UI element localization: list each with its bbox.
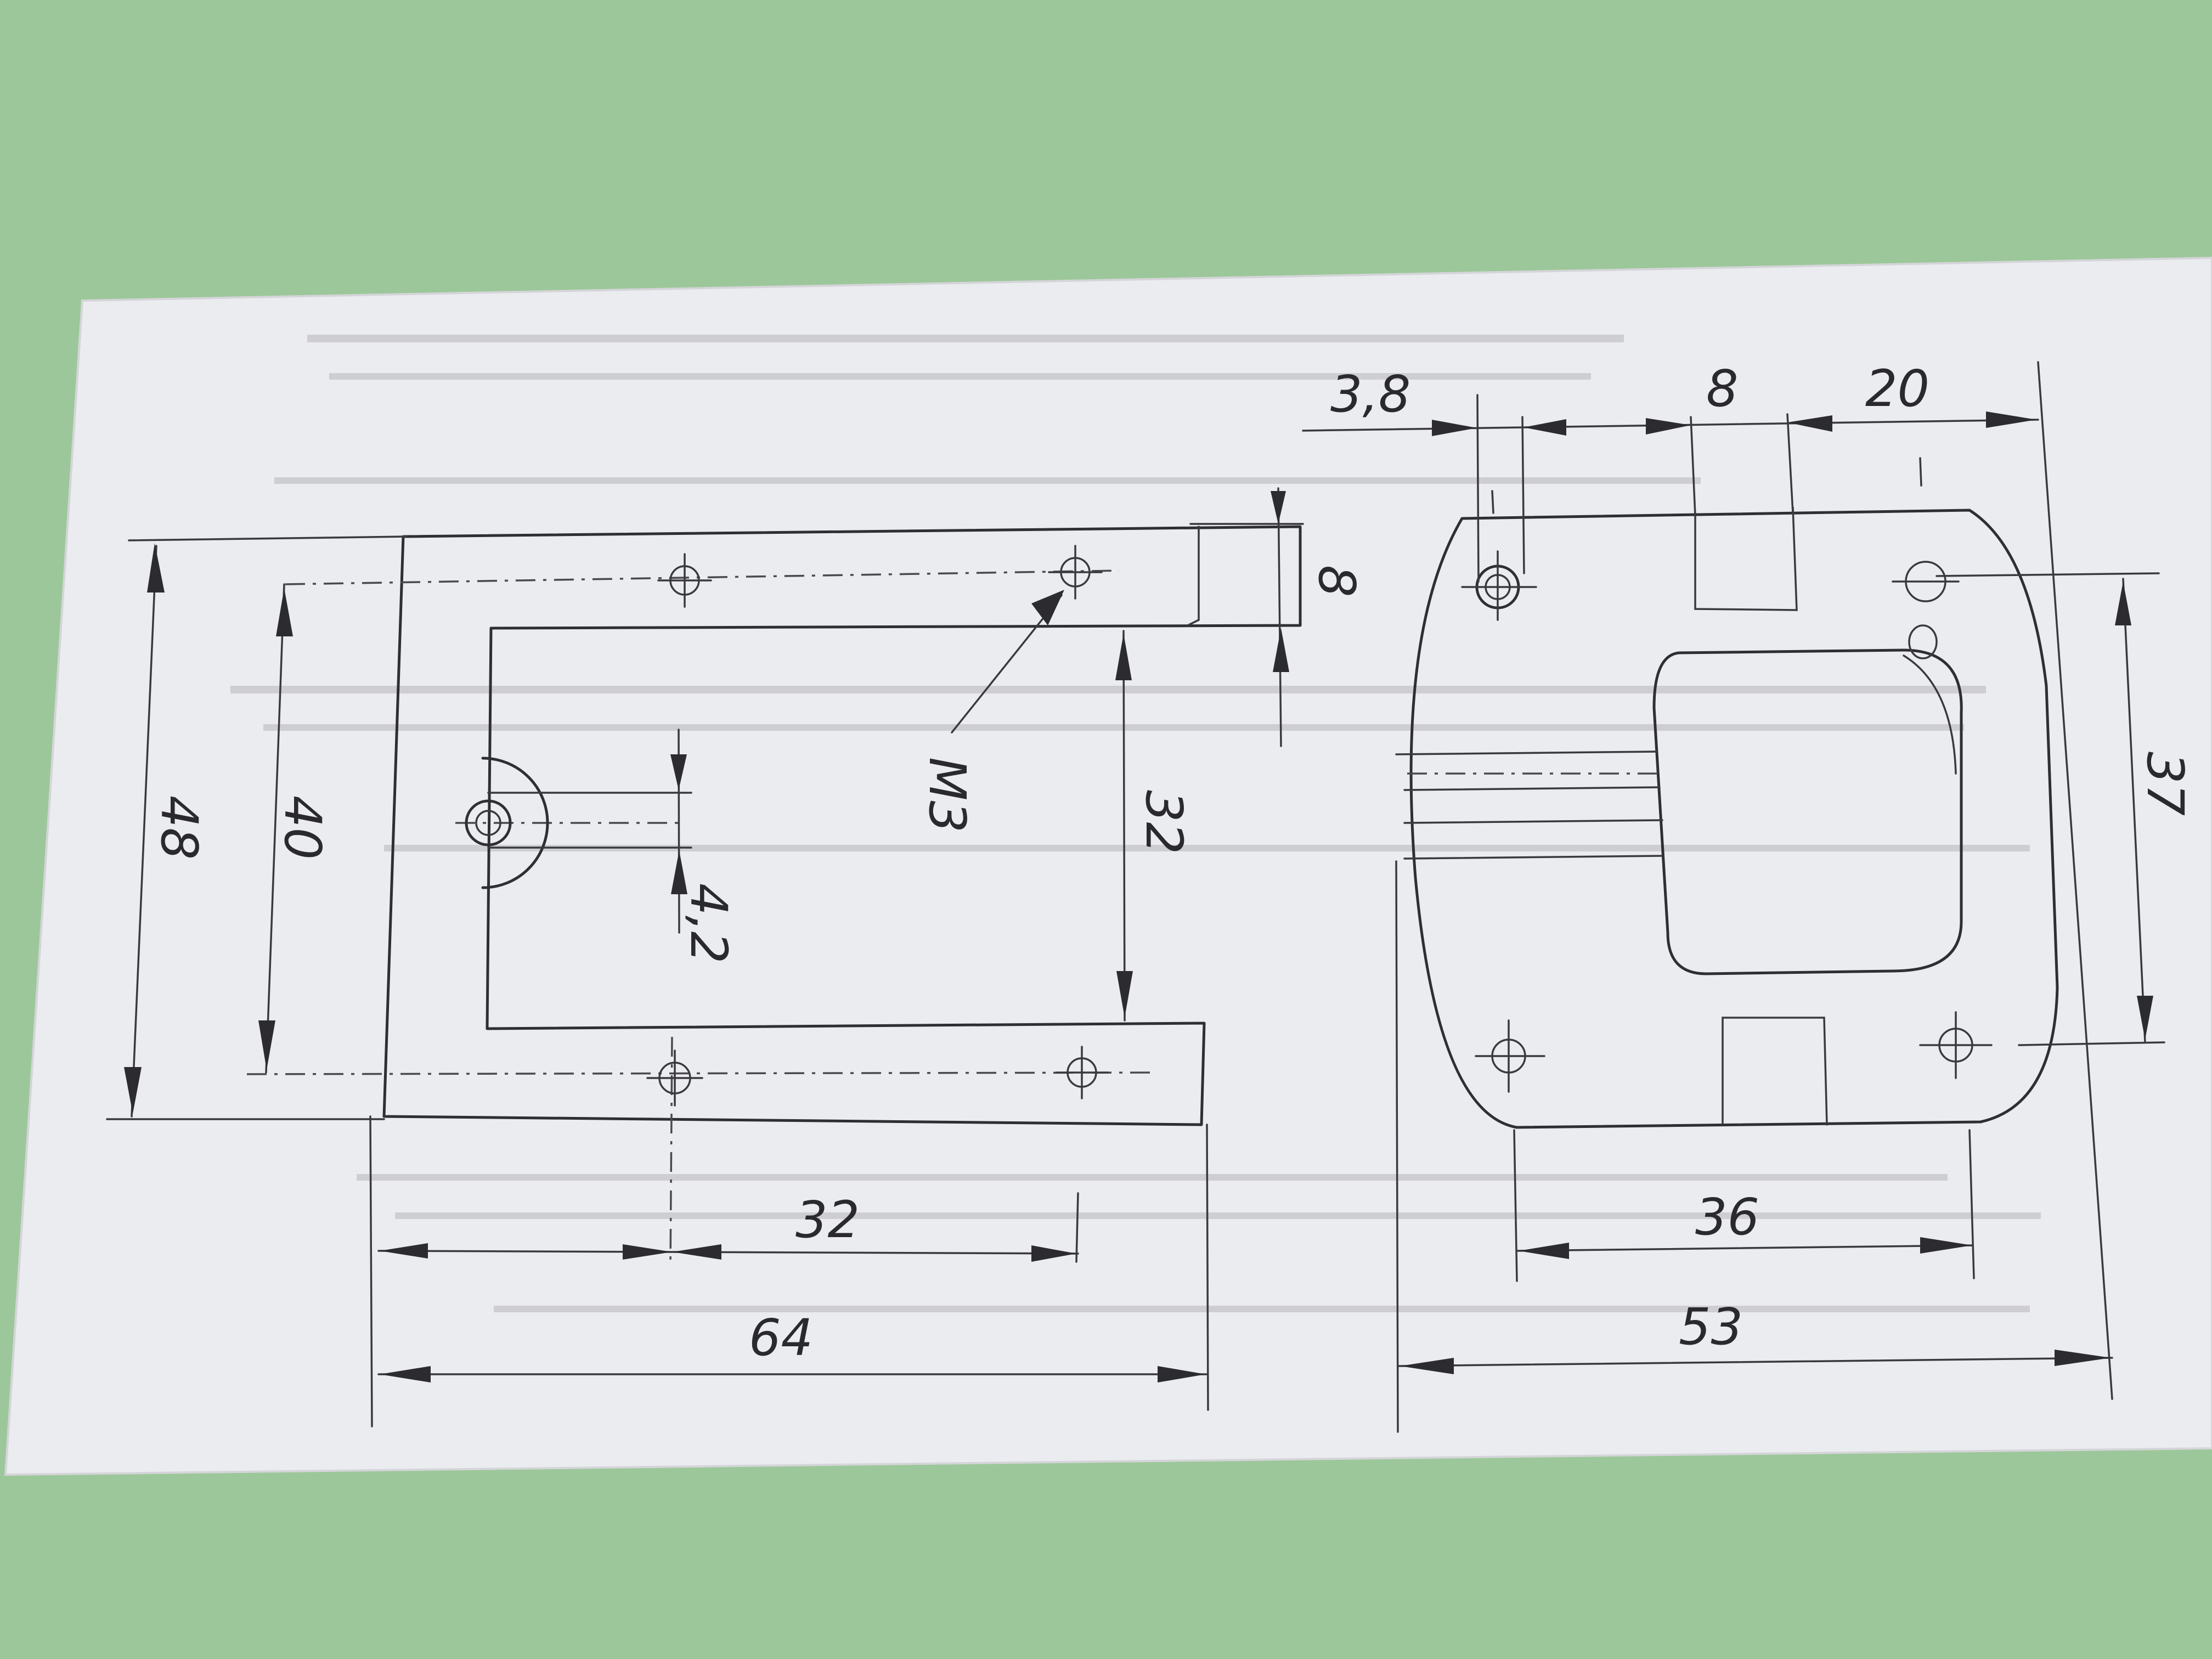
dim-40-line — [265, 583, 285, 1074]
label-side-hole-height: 37 — [2136, 752, 2194, 816]
label-slot: 8 — [1706, 359, 1739, 418]
front-hole-bottom-left — [646, 1049, 703, 1107]
label-hole-height: 40 — [273, 795, 332, 860]
front-plate-corner — [1187, 526, 1200, 627]
paper-sheet — [4, 256, 2212, 1476]
side-hatch-lines — [1395, 751, 1663, 860]
label-overall-width: 64 — [749, 1308, 813, 1367]
side-bottom-notch — [1722, 1017, 1828, 1126]
side-hole-bottom-right — [1919, 1011, 1993, 1079]
label-hole-pitch: 32 — [795, 1190, 860, 1249]
dim-32-horizontal-line — [377, 1192, 1079, 1263]
label-side-hole-pitch: 36 — [1695, 1188, 1759, 1246]
dim-48-line — [131, 545, 157, 1118]
label-thread: M3 — [918, 757, 977, 833]
label-left-offset: 3,8 — [1330, 365, 1410, 424]
label-side-overall-width: 53 — [1679, 1297, 1743, 1356]
dim-53-line — [1395, 860, 2113, 1433]
front-hole-bottom-right — [1055, 1046, 1109, 1099]
front-hole-top-right — [1048, 545, 1103, 600]
front-bottom-centerline — [246, 1071, 1153, 1075]
front-plate-outline — [382, 525, 1302, 1126]
dim-36-line — [1513, 1129, 1975, 1282]
dim-8-line — [1189, 487, 1304, 747]
label-slot-width: 4,2 — [679, 883, 738, 963]
label-overall-height: 48 — [150, 795, 208, 860]
dim-64-line — [369, 1115, 1209, 1427]
front-hole-vertical-centerline — [669, 1036, 673, 1268]
side-hole-bottom-left — [1475, 1019, 1545, 1093]
bleed-through-text — [230, 335, 2041, 1312]
side-hole-top-left — [1461, 550, 1537, 621]
side-hole-top-right — [1892, 561, 1960, 602]
front-hole-top-left — [657, 553, 712, 608]
side-inner-window — [1652, 648, 1963, 975]
front-top-centerline — [285, 569, 1120, 585]
dim-37-line — [1936, 572, 2165, 1046]
side-top-notch — [1694, 506, 1798, 611]
label-top-strip: 8 — [1307, 565, 1366, 597]
front-view: 48 40 8 32 4,2 M3 32 64 — [106, 487, 1366, 1427]
front-slot-pin — [465, 757, 692, 889]
label-right-offset: 20 — [1865, 359, 1929, 418]
label-cutout-height: 32 — [1135, 790, 1193, 854]
side-body-outline — [1409, 509, 2059, 1129]
dim-32-vertical-line — [1122, 630, 1126, 1022]
side-view: 3,8 8 20 37 36 53 — [1302, 359, 2194, 1433]
